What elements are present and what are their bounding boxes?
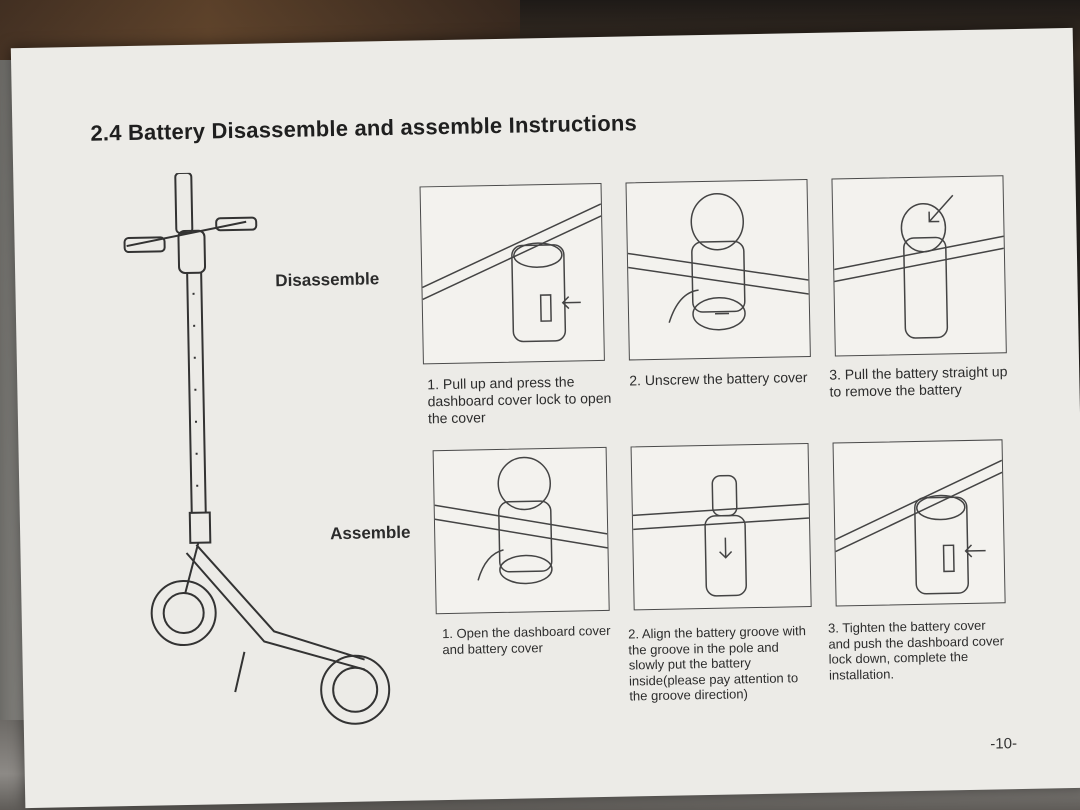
pull-battery-icon xyxy=(834,194,1004,339)
scooter-icon xyxy=(123,171,391,725)
disassemble-step-3-panel xyxy=(831,175,1007,357)
assemble-step-1-panel xyxy=(432,446,610,615)
manual-page: 2.4 Battery Disassemble and assemble Ins… xyxy=(10,27,1080,809)
disassemble-step-2-caption: 2. Unscrew the battery cover xyxy=(629,369,808,389)
handlebar-cover-lock-icon xyxy=(422,203,602,343)
open-cover-icon xyxy=(434,456,608,585)
disassemble-label: Disassemble xyxy=(275,269,380,291)
disassemble-step-1-caption: 1. Pull up and press the dashboard cover… xyxy=(427,373,612,427)
assemble-step-3-caption: 3. Tighten the battery cover and push th… xyxy=(827,617,1005,683)
page-title: 2.4 Battery Disassemble and assemble Ins… xyxy=(90,110,638,146)
assemble-step-2-panel xyxy=(630,443,812,611)
lock-cover-icon xyxy=(835,459,1003,595)
insert-battery-icon xyxy=(632,474,810,597)
assemble-step-2-caption: 2. Align the battery groove with the gro… xyxy=(628,623,807,704)
disassemble-step-2-panel xyxy=(625,178,811,361)
disassemble-step-3-caption: 3. Pull the battery straight up to remov… xyxy=(829,363,1008,400)
page-number: -10- xyxy=(990,735,1018,753)
assemble-step-3-panel xyxy=(832,439,1006,607)
disassemble-step-1-panel xyxy=(419,182,605,365)
assemble-label: Assemble xyxy=(329,522,411,544)
assemble-step-1-caption: 1. Open the dashboard cover and battery … xyxy=(441,622,611,657)
unscrew-cover-icon xyxy=(627,192,809,331)
